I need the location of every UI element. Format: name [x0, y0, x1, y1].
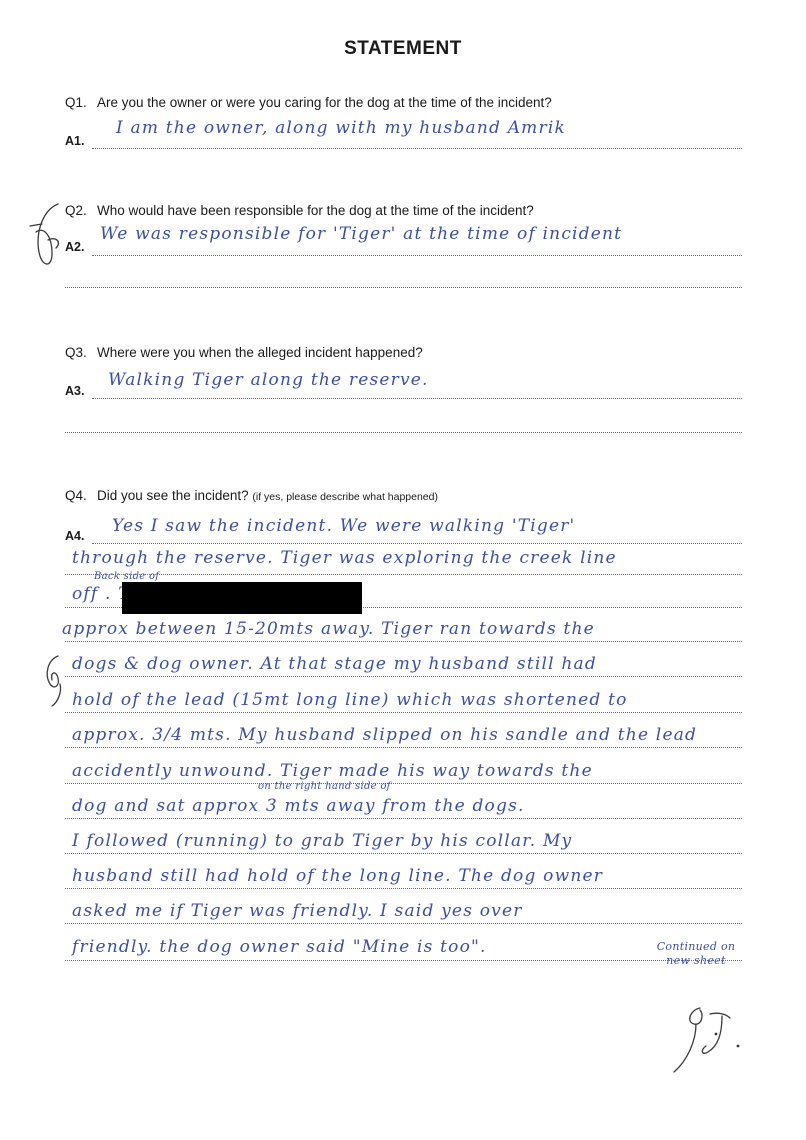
question-4-number: Q4. [65, 488, 87, 503]
answer-4-text-line-9: dog and sat approx 3 mts away from the d… [72, 796, 525, 816]
answer-2-label: A2. [65, 240, 85, 254]
answer-1-line [92, 148, 742, 149]
question-3-number: Q3. [65, 345, 87, 360]
question-4-text: Did you see the incident? [97, 488, 249, 503]
answer-1-handwriting: I am the owner, along with my husband Am… [116, 118, 566, 138]
answer-4-line-2 [65, 574, 742, 575]
answer-2-line [92, 255, 742, 256]
answer-4-line-10 [65, 853, 742, 854]
answer-3-line [92, 398, 742, 399]
answer-2-line-2 [65, 287, 742, 288]
answer-4-line-13 [65, 960, 742, 961]
question-2-text: Who would have been responsible for the … [97, 203, 534, 218]
answer-4-insert-backside: Back side of [94, 571, 160, 582]
answer-4-text-line-6: hold of the lead (15mt long line) which … [72, 690, 628, 710]
answer-4-text-line-8: accidently unwound. Tiger made his way t… [72, 761, 593, 781]
answer-4-text-line-13: friendly. the dog owner said "Mine is to… [72, 937, 487, 957]
answer-3-line-2 [65, 432, 742, 433]
answer-4-line-7 [65, 747, 742, 748]
question-3: Q3. Where were you when the alleged incid… [65, 345, 423, 360]
answer-3-handwriting: Walking Tiger along the reserve. [108, 370, 429, 390]
question-2: Q2. Who would have been responsible for t… [65, 203, 534, 218]
signature [673, 1007, 740, 1073]
answer-4-label: A4. [65, 529, 85, 543]
answer-4-line-9 [65, 818, 742, 819]
answer-4-line-11 [65, 888, 742, 889]
question-1: Q1. Are you the owner or were you caring … [65, 95, 552, 110]
answer-4-line-8 [65, 783, 742, 784]
answer-4-text-line-2: through the reserve. Tiger was exploring… [72, 548, 617, 568]
answer-4-line-5 [65, 676, 742, 677]
answer-2-handwriting: We was responsible for 'Tiger' at the ti… [100, 224, 623, 244]
answer-4-text-line-10: I followed (running) to grab Tiger by hi… [72, 831, 573, 851]
answer-4-line-6 [65, 712, 742, 713]
question-4: Q4. Did you see the incident? (if yes, pl… [65, 488, 438, 503]
question-2-number: Q2. [65, 203, 87, 218]
margin-initials-q2 [29, 203, 60, 265]
page-title: STATEMENT [344, 38, 462, 59]
answer-4-line-1 [92, 543, 742, 544]
redaction-box [122, 582, 362, 614]
question-4-note: (if yes, please describe what happened) [252, 491, 438, 503]
answer-3-label: A3. [65, 384, 85, 398]
margin-initials-q4 [46, 655, 62, 707]
answer-4-text-line-5: dogs & dog owner. At that stage my husba… [72, 654, 597, 674]
answer-4-text-line-12: asked me if Tiger was friendly. I said y… [72, 901, 523, 921]
question-1-number: Q1. [65, 95, 87, 110]
question-1-text: Are you the owner or were you caring for… [97, 95, 552, 110]
answer-4-line-4 [65, 641, 742, 642]
answer-4-text-line-4: approx between 15-20mts away. Tiger ran … [62, 619, 595, 639]
answer-1-label: A1. [65, 134, 85, 148]
question-3-text: Where were you when the alleged incident… [97, 345, 423, 360]
answer-4-text-line-1: Yes I saw the incident. We were walking … [112, 516, 576, 536]
continued-note: Continued on new sheet [656, 940, 736, 967]
answer-4-line-12 [65, 923, 742, 924]
answer-4-text-line-11: husband still had hold of the long line.… [72, 866, 604, 886]
answer-4-text-line-7: approx. 3/4 mts. My husband slipped on h… [72, 725, 698, 745]
answer-4-insert-righthand: on the right hand side of [258, 781, 391, 792]
answer-4-line-3 [65, 607, 742, 608]
